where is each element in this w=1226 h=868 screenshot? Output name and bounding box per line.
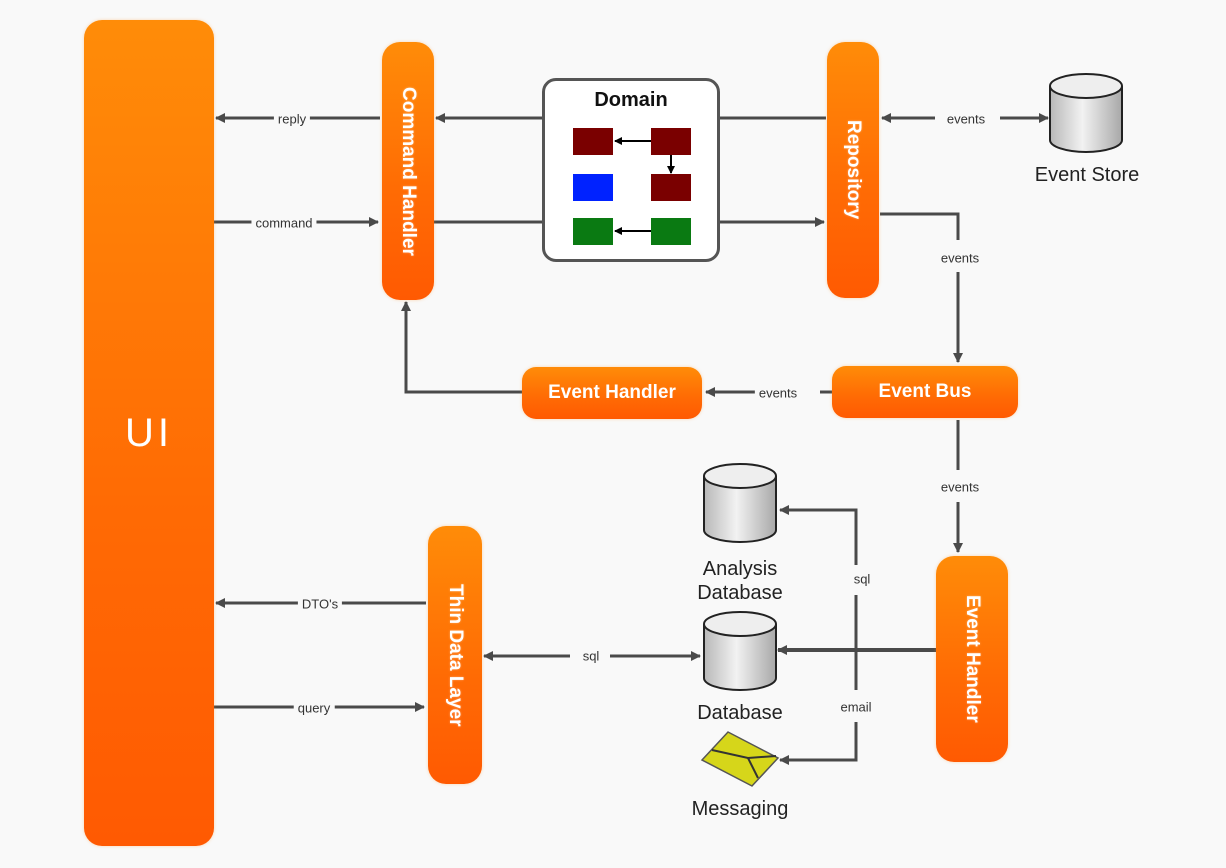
aggregate-entity-icon bbox=[651, 174, 691, 201]
repository-label: Repository bbox=[843, 120, 864, 220]
analysis-database-icon[interactable] bbox=[702, 462, 778, 546]
database-icon[interactable] bbox=[702, 610, 778, 694]
query-label: query bbox=[293, 700, 335, 716]
messaging-caption: Messaging bbox=[691, 798, 789, 820]
ui-label: UI bbox=[125, 410, 173, 455]
entity-green-icon bbox=[651, 218, 691, 245]
email-label: email bbox=[836, 699, 876, 715]
email-line bbox=[779, 722, 858, 765]
events-repo-bus-label: events bbox=[936, 250, 984, 266]
event-store-caption: Event Store bbox=[1034, 164, 1140, 186]
analysis-database-caption: Analysis Database bbox=[697, 558, 783, 604]
database-caption: Database bbox=[697, 702, 783, 724]
value-object-icon bbox=[573, 174, 613, 201]
handler-command-arrow bbox=[401, 301, 522, 394]
thin-data-layer-block[interactable]: Thin Data Layer bbox=[428, 526, 482, 784]
repo-bus-line bbox=[880, 212, 960, 240]
reply-label: reply bbox=[273, 111, 311, 127]
sql-thin-label: sql bbox=[578, 648, 604, 664]
event-handler-top-block[interactable]: Event Handler bbox=[522, 367, 702, 419]
command-handler-label: Command Handler bbox=[398, 86, 419, 256]
repository-block[interactable]: Repository bbox=[827, 42, 879, 298]
event-handler-bottom-block[interactable]: Event Handler bbox=[936, 556, 1008, 762]
event-bus-label: Event Bus bbox=[878, 381, 972, 402]
domain-title: Domain bbox=[594, 89, 668, 111]
event-handler-top-label: Event Handler bbox=[548, 382, 676, 403]
aggregate-entity-icon bbox=[651, 128, 691, 155]
event-handler-bottom-label: Event Handler bbox=[962, 595, 983, 723]
command-label: command bbox=[251, 215, 317, 231]
events-bus-down-label: events bbox=[936, 479, 984, 495]
ui-block[interactable]: UI bbox=[84, 20, 214, 846]
events-store-label: events bbox=[942, 111, 990, 127]
domain-box[interactable]: Domain bbox=[542, 78, 720, 262]
thin-data-layer-label: Thin Data Layer bbox=[445, 583, 466, 727]
dtos-label: DTO's bbox=[297, 596, 343, 612]
entity-green-icon bbox=[573, 218, 613, 245]
event-bus-block[interactable]: Event Bus bbox=[832, 366, 1018, 418]
domain-relations bbox=[614, 137, 675, 235]
events-bus-handler-label: events bbox=[754, 385, 802, 401]
sql-analysis-line bbox=[779, 505, 858, 565]
sql-analysis-label: sql bbox=[849, 571, 875, 587]
command-handler-block[interactable]: Command Handler bbox=[382, 42, 434, 300]
aggregate-entity-icon bbox=[573, 128, 613, 155]
event-store-icon[interactable] bbox=[1048, 72, 1124, 156]
envelope-icon[interactable] bbox=[700, 730, 780, 790]
